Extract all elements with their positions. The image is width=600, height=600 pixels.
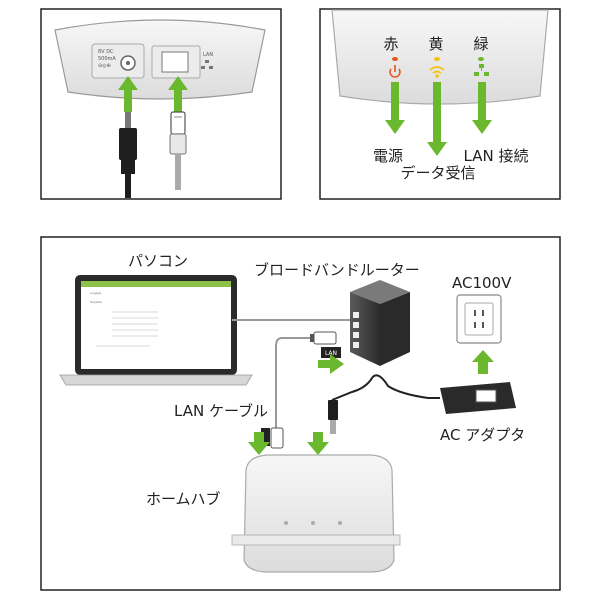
screen-logo: engage: [90, 291, 101, 295]
led-label-red: 赤: [383, 35, 398, 53]
arrow-right-router: [318, 354, 344, 374]
laptop: engage Register: [59, 275, 253, 386]
hub-base-band: [231, 534, 401, 546]
led-label-yellow: 黄: [428, 35, 443, 53]
home-hub: [231, 454, 401, 573]
lan-port-socket: [161, 51, 189, 73]
hub-label: ホームハブ: [146, 490, 221, 508]
power-icon: [389, 65, 401, 78]
panel-leds: 赤 黄 緑 電源 データ受信 LAN 接続: [319, 8, 561, 200]
lan-small-icon: [201, 60, 213, 69]
router-port-2: [353, 322, 359, 328]
laptop-screen: [81, 281, 231, 369]
led-yellow: [434, 57, 440, 61]
ac-adapter: [440, 382, 516, 414]
arrow-down-power: [385, 82, 405, 134]
hub-led-1: [284, 521, 288, 525]
outlet-label: AC100V: [452, 274, 512, 292]
router: [350, 280, 410, 366]
dc-plug-icon: [119, 112, 137, 198]
power-jack-pin: [126, 61, 130, 65]
dc-plug-bottom: [328, 400, 338, 434]
led-red: [392, 57, 398, 61]
screen-title: Register: [90, 300, 103, 304]
hub-led-3: [338, 521, 342, 525]
lan-plug-hub: [270, 427, 284, 449]
laptop-base: [59, 374, 253, 386]
pc-label: パソコン: [128, 252, 188, 270]
router-label: ブロードバンドルーター: [254, 261, 420, 279]
arrow-down-lan: [472, 82, 492, 134]
arrow-up-lan: [168, 76, 188, 112]
callout-power: 電源: [373, 147, 403, 165]
panel-connection: パソコン ブロードバンドルーター AC100V LAN ケーブル AC アダプタ…: [40, 236, 561, 591]
router-port-3: [353, 332, 359, 338]
screen-header-bar: [81, 281, 231, 287]
lan-port-text: LAN: [203, 52, 213, 58]
power-port-text-3: ⊖◎⊕: [98, 63, 111, 69]
callout-data: データ受信: [400, 164, 475, 182]
hub-front-body: [331, 9, 549, 105]
lan-tag-router: [321, 347, 341, 358]
power-port-text-1: 8V DC: [98, 49, 114, 55]
adapter-prongs: [475, 389, 497, 403]
panel-ports: 8V DC 500mA ⊖◎⊕ LAN: [40, 8, 282, 200]
led-label-green: 緑: [473, 35, 488, 53]
adapter-cable: [331, 374, 440, 401]
lan-plug-router: [310, 331, 337, 345]
screen-form-lines: [96, 311, 158, 347]
lan-plug-icon: [169, 111, 187, 190]
arrow-down-power-hub: [307, 432, 329, 455]
lan-cable: [275, 337, 335, 440]
callout-lan: LAN 接続: [464, 147, 529, 165]
arrow-up-power: [118, 76, 138, 112]
power-port-text-2: 500mA: [98, 56, 116, 62]
lan-tag-hub: [261, 428, 270, 446]
router-side: [380, 292, 410, 366]
hub-led-2: [311, 521, 315, 525]
hub-body: [243, 454, 395, 573]
router-port-1: [353, 312, 359, 318]
router-port-4: [353, 342, 359, 348]
wifi-icon: [429, 66, 445, 78]
lan-tag-router-text: LAN: [325, 350, 337, 357]
arrow-up-outlet: [472, 350, 494, 374]
arrow-down-data: [427, 82, 447, 156]
led-green: [478, 57, 484, 61]
wall-outlet: [456, 294, 502, 344]
lan-icon: [474, 64, 489, 76]
adapter-label: AC アダプタ: [440, 426, 525, 444]
arrow-down-lan-hub: [248, 432, 270, 455]
cable-label: LAN ケーブル: [174, 402, 268, 420]
